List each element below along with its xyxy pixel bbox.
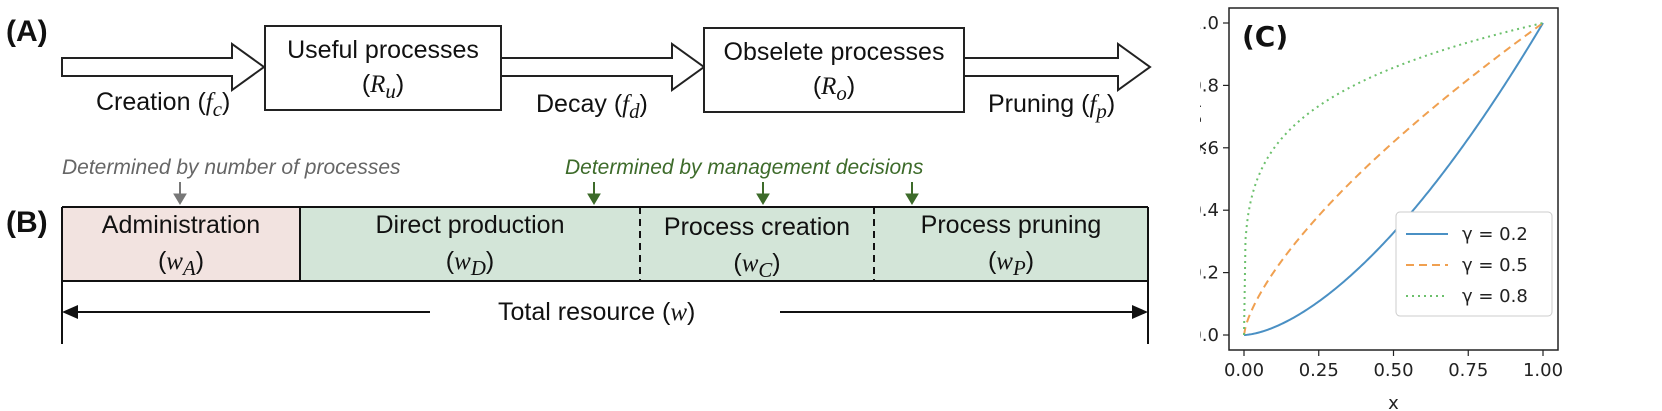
useful-processes-text: Useful processes (Ru) <box>265 33 501 108</box>
useful-processes-symbol: (Ru) <box>361 70 405 103</box>
x-tick-label: 0.50 <box>1373 360 1413 381</box>
y-tick-label: 0.2 <box>1200 263 1219 284</box>
direct-production-label: Direct production (wD) <box>375 211 565 280</box>
x-tick-label: 0.25 <box>1299 360 1339 381</box>
administration-label: Administration (wA) <box>101 211 261 280</box>
process-creation-label: Process creation (wC) <box>663 213 851 282</box>
legend-entry: γ = 0.8 <box>1462 286 1528 307</box>
segment-administration <box>62 207 300 281</box>
legend-entry: γ = 0.5 <box>1462 255 1528 276</box>
x-axis-label: x <box>1388 393 1399 411</box>
green-down-arrow-creation <box>756 182 770 205</box>
y-tick-label: 0.4 <box>1200 200 1219 221</box>
obsolete-processes-text: Obselete processes (Ro) <box>704 35 964 110</box>
series-line-gamma-0.5 <box>1243 22 1544 336</box>
gray-down-arrow <box>173 182 187 205</box>
y-axis-label: x-log γ <box>1200 102 1211 152</box>
y-tick-label: 0.0 <box>1200 325 1219 346</box>
useful-processes-title: Useful processes <box>287 36 479 64</box>
segment-process-creation <box>640 207 874 281</box>
panel-a-label: (A) <box>6 15 48 48</box>
legend-entry: γ = 0.2 <box>1462 224 1528 245</box>
useful-processes-box <box>264 25 502 111</box>
process-pruning-label: Process pruning (wP) <box>920 211 1102 280</box>
y-tick-label: 0.8 <box>1200 75 1219 96</box>
obsolete-processes-symbol: (Ro) <box>812 72 856 105</box>
series-line-gamma-0.2 <box>1243 22 1544 336</box>
panel-c-label: (C) <box>1242 20 1288 53</box>
pruning-label: Pruning (fp) <box>988 90 1116 123</box>
total-resource-label: Total resource (w) <box>498 298 696 326</box>
note-management-decisions: Determined by management decisions <box>565 156 924 179</box>
green-down-arrow-production <box>587 182 601 205</box>
panel-b-label: (B) <box>6 206 48 239</box>
segment-process-pruning <box>874 207 1148 281</box>
total-arrowhead-right <box>1132 305 1148 319</box>
segment-direct-production <box>300 207 640 281</box>
x-tick-label: 0.75 <box>1448 360 1488 381</box>
panel-a-flow <box>61 25 1152 113</box>
panel-c-chart: (C) 0.00 0.25 0.50 0.75 1.00 0.0 0.2 0.4 0.6 0.8 1… <box>1200 7 1563 411</box>
panel-b-resource-bar <box>61 182 1149 344</box>
y-tick-label: 1.0 <box>1200 13 1219 34</box>
creation-arrow <box>61 42 266 92</box>
obsolete-processes-title: Obselete processes <box>723 38 945 66</box>
x-tick-label: 1.00 <box>1523 360 1563 381</box>
decay-label: Decay (fd) <box>536 90 648 123</box>
pruning-arrow <box>963 42 1152 92</box>
series-line-gamma-0.8 <box>1243 22 1544 336</box>
green-down-arrow-pruning <box>905 182 919 205</box>
creation-label: Creation (fc) <box>96 88 231 121</box>
y-tick-label: 0.6 <box>1200 138 1219 159</box>
note-number-of-processes: Determined by number of processes <box>62 156 401 179</box>
x-tick-label: 0.00 <box>1224 360 1264 381</box>
decay-arrow <box>500 42 706 92</box>
legend-box <box>1395 211 1553 317</box>
total-arrowhead-left <box>62 305 78 319</box>
